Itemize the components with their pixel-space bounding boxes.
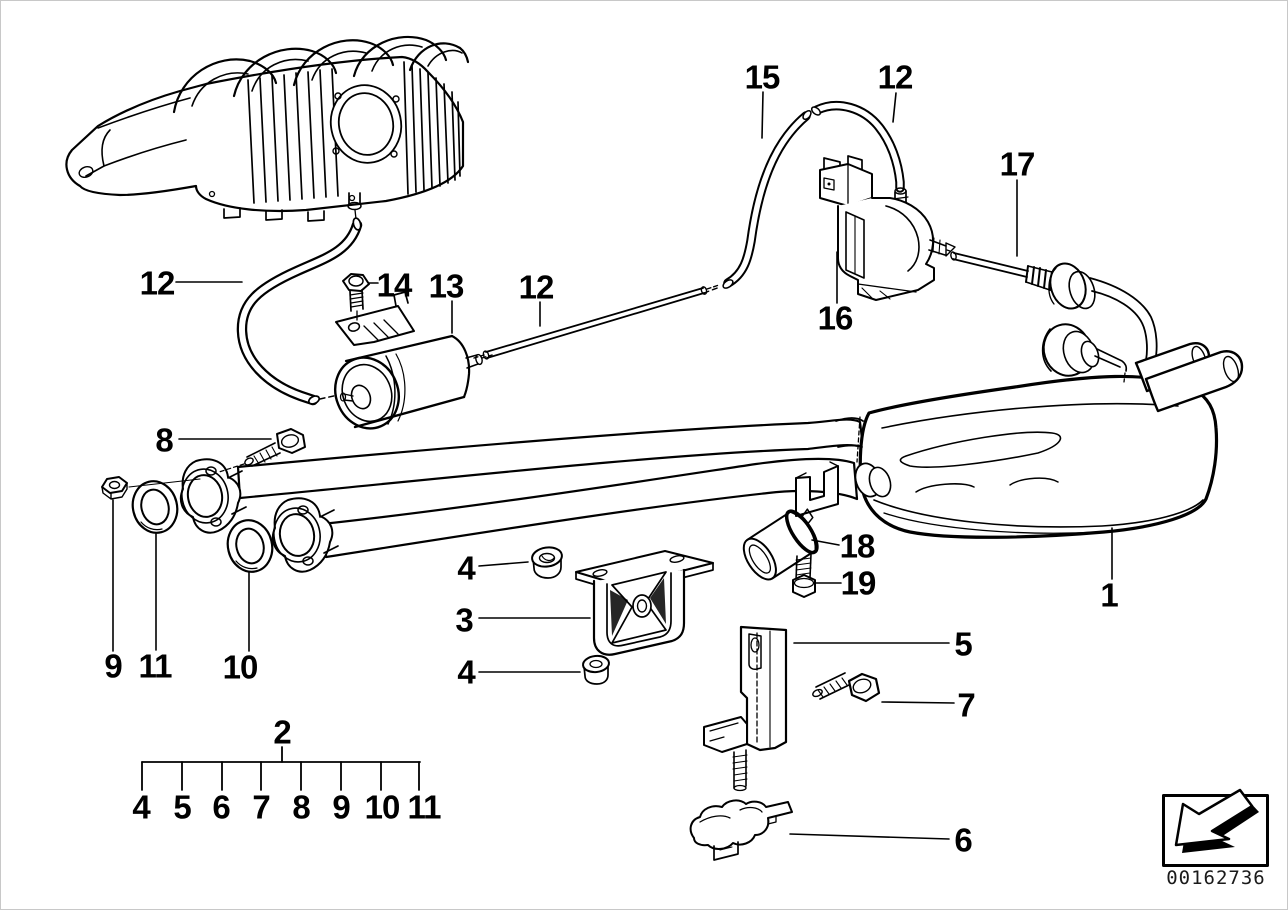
callout-13: 13: [428, 267, 465, 305]
solenoid-valve-16: [819, 155, 956, 301]
callout-16: 16: [817, 299, 854, 337]
hanger-bolt-7: [812, 672, 881, 703]
clamp-18: [742, 508, 819, 581]
bolt-8: [218, 428, 306, 473]
callout-12: 12: [518, 268, 555, 306]
callout-14: 14: [376, 266, 413, 304]
legend-item-10: 10: [364, 788, 401, 826]
callout-19: 19: [840, 564, 877, 602]
leader-lines: [112, 91, 1113, 840]
callout-3: 3: [455, 601, 473, 639]
intake-manifold: [65, 35, 470, 222]
legend-item-9: 9: [332, 788, 350, 826]
callout-18: 18: [839, 527, 876, 565]
image-id: 00162736: [1166, 867, 1266, 889]
callout-8: 8: [155, 421, 173, 459]
legend-item-5: 5: [173, 788, 191, 826]
callout-1: 1: [1100, 576, 1118, 614]
throttle-flange: [329, 84, 403, 164]
canister-bracket: [335, 291, 415, 346]
clamp-bolt-19: [792, 553, 816, 598]
callout-10: 10: [222, 648, 259, 686]
direction-plate: [1162, 788, 1269, 867]
legend-item-4: 4: [132, 788, 150, 826]
callout-17: 17: [999, 145, 1036, 183]
direction-arrow-icon: [1174, 788, 1259, 853]
callout-12: 12: [877, 58, 914, 96]
legend-item-6: 6: [212, 788, 230, 826]
legend-item-7: 7: [252, 788, 270, 826]
vacuum-hose-12-left: [236, 217, 363, 406]
callout-12: 12: [139, 264, 176, 302]
rear-muffler-1: [835, 374, 1219, 539]
nut-9: [101, 476, 201, 500]
vacuum-pipe-12-straight: [473, 284, 720, 360]
callout-15: 15: [744, 58, 781, 96]
canister-13: [334, 273, 493, 430]
callout-4: 4: [457, 653, 475, 691]
front-pipe-flange-upper: [179, 458, 247, 534]
rubber-mount-3: [575, 550, 714, 656]
tailpipes: [1134, 342, 1244, 413]
gasket-ring-10: [226, 519, 274, 573]
callout-11: 11: [138, 647, 173, 685]
legend-parent-2: 2: [273, 713, 291, 751]
bracket-screw-14: [342, 273, 370, 321]
actuator-line-17: [950, 251, 1158, 382]
legend-item-8: 8: [292, 788, 310, 826]
callout-4: 4: [457, 549, 475, 587]
mount-nut-4-lower: [582, 654, 610, 685]
hanger-bracket-5: [703, 625, 788, 792]
callout-5: 5: [954, 625, 972, 663]
legend-item-11: 11: [407, 788, 442, 826]
vacuum-hose-15: [703, 109, 812, 294]
clip-6: [689, 799, 793, 861]
callout-7: 7: [957, 686, 975, 724]
exhaust-flap-actuator: [1041, 323, 1128, 383]
front-pipe-flange-lower: [271, 497, 339, 573]
callout-9: 9: [104, 647, 122, 685]
mount-nut-4-upper: [531, 546, 563, 579]
exhaust-pipe-lower: [320, 457, 859, 559]
legend-bracket: [141, 746, 421, 791]
gasket-ring-11: [131, 480, 179, 534]
callout-6: 6: [954, 821, 972, 859]
